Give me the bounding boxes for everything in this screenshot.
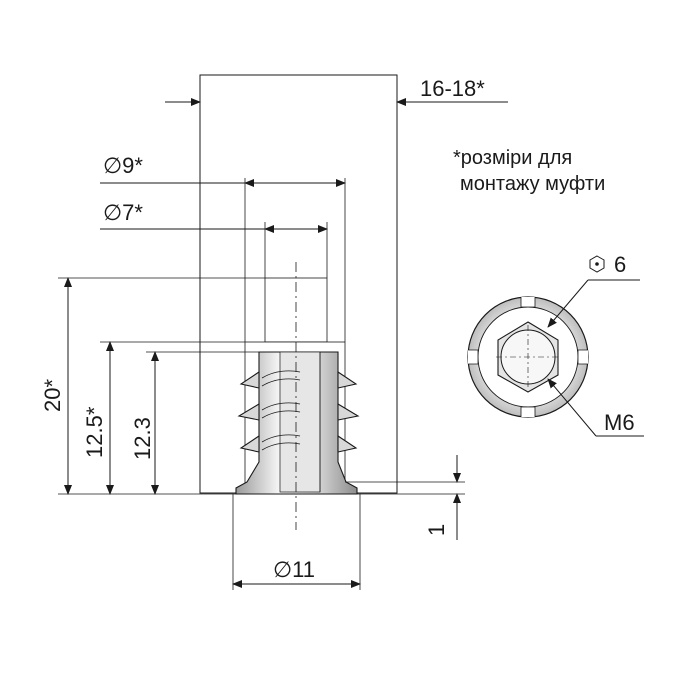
hexagon-dot-icon [589,255,605,273]
thread-size-callout: M6 [547,378,644,437]
hole-depth-label: 12.5* [82,406,107,458]
dim-total-depth: 20* [40,277,265,495]
note-line-2: монтажу муфти [460,173,605,195]
hex-size-label: 6 [614,252,626,277]
total-depth-label: 20* [40,379,65,412]
threaded-insert [235,262,360,530]
board-thickness-label: 16-18* [420,76,485,101]
hex-size-callout: 6 [547,252,640,328]
flange-thickness-label: 1 [424,524,449,536]
flange-diameter-label: ∅11 [273,557,315,582]
hole-inner-diameter-label: ∅7* [103,200,143,225]
dim-flange-diameter: ∅11 [232,494,361,590]
dim-hole-inner-diameter: ∅7* [100,200,328,278]
note-line-1: *розміри для [453,147,572,169]
thread-size-label: M6 [604,410,635,435]
dim-flange-thickness: 1 [345,455,465,540]
dim-hole-outer-diameter: ∅9* [100,153,346,342]
dim-hole-depth: 12.5* [82,341,245,495]
insert-teeth [237,370,360,453]
hole-outer-diameter-label: ∅9* [103,153,143,178]
mounting-note: *розміри для монтажу муфти [453,147,605,195]
dim-insert-length: 12.3 [130,351,259,495]
insert-end-view [467,296,589,418]
dim-board-thickness: 16-18* [165,76,508,106]
insert-length-label: 12.3 [130,417,155,460]
